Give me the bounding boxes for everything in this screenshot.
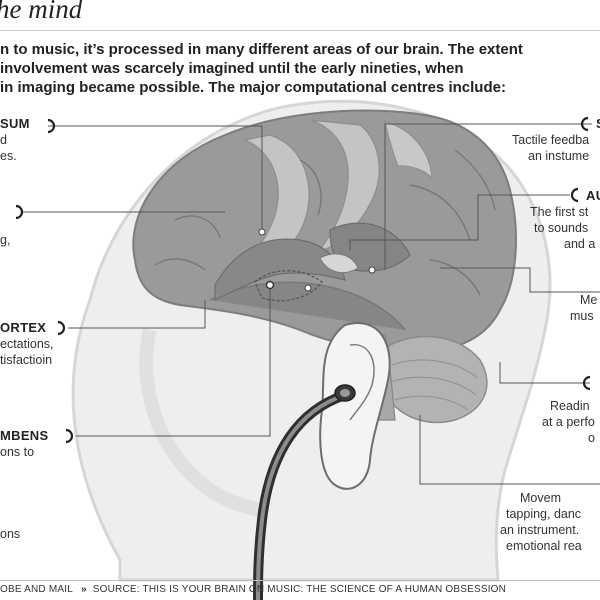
label-heading: MBENS [0,428,49,443]
label-heading: SE [512,116,600,132]
label-text: Readin [550,399,590,413]
graphic-title: he mind [0,0,83,24]
label-text: and a [564,237,596,251]
label-text: emotional rea [506,539,582,553]
label-text: Tactile feedba [512,133,590,147]
intro-paragraph: n to music, it’s processed in many diffe… [0,40,600,97]
label-text: at a perfo [542,415,595,429]
label-hippocampus: Me mus [570,292,597,324]
label-heading: SUM [0,116,30,131]
label-heading: ORTEX [0,320,47,335]
label-text: ons to [0,445,35,459]
label-text: g, [0,233,11,247]
separator-glyph: » [80,584,87,595]
label-text: es. [0,149,17,163]
label-text: o [588,431,595,445]
label-amygdala: ons [0,526,20,542]
leader-lines [22,123,600,485]
label-text: to sounds [534,221,589,235]
cerebrum [132,109,517,354]
label-text: mus [570,309,594,323]
footer-divider [0,580,600,581]
label-connectors [15,116,591,444]
intro-line: involvement was scarcely imagined until … [0,60,464,77]
label-text: tisfactioin [0,353,53,367]
credit-text: OBE AND MAIL [0,584,73,595]
label-text: an instrument. [500,523,580,537]
title-divider [0,30,600,31]
label-motor-cortex: g, [0,232,10,248]
label-text: Me [580,293,598,307]
label-nucleus-accumbens: MBENS ons to [0,428,48,460]
label-heading: AU [586,188,600,203]
label-cerebellum: Movem tapping, danc an instrument. emoti… [500,490,582,554]
intro-line: in imaging became possible. The major co… [0,79,506,96]
label-text: The first st [530,205,589,219]
intro-line: n to music, it’s processed in many diffe… [0,41,523,58]
source-text: SOURCE: THIS IS YOUR BRAIN ON MUSIC: THE… [92,584,507,595]
label-prefrontal-cortex: ORTEX ectations, tisfactioin [0,320,54,368]
label-text: tapping, danc [506,507,582,521]
footer-credit-line: OBE AND MAIL » SOURCE: THIS IS YOUR BRAIN … [0,584,506,595]
label-cerebellum-vermis: SUM d es. [0,116,30,164]
label-text: an instume [528,149,590,163]
label-sensory-cortex: SE Tactile feedba an instume [512,116,600,164]
earphone-cable [253,384,356,600]
label-text: Movem [520,491,561,505]
label-text: ons [0,527,21,541]
ear [319,322,391,490]
label-auditory-cortex: AU The first st to sounds and a [530,188,600,252]
label-text: d [0,133,7,147]
label-visual-cortex: Readin at a perfo o [542,398,595,446]
label-text: ectations, [0,337,54,351]
